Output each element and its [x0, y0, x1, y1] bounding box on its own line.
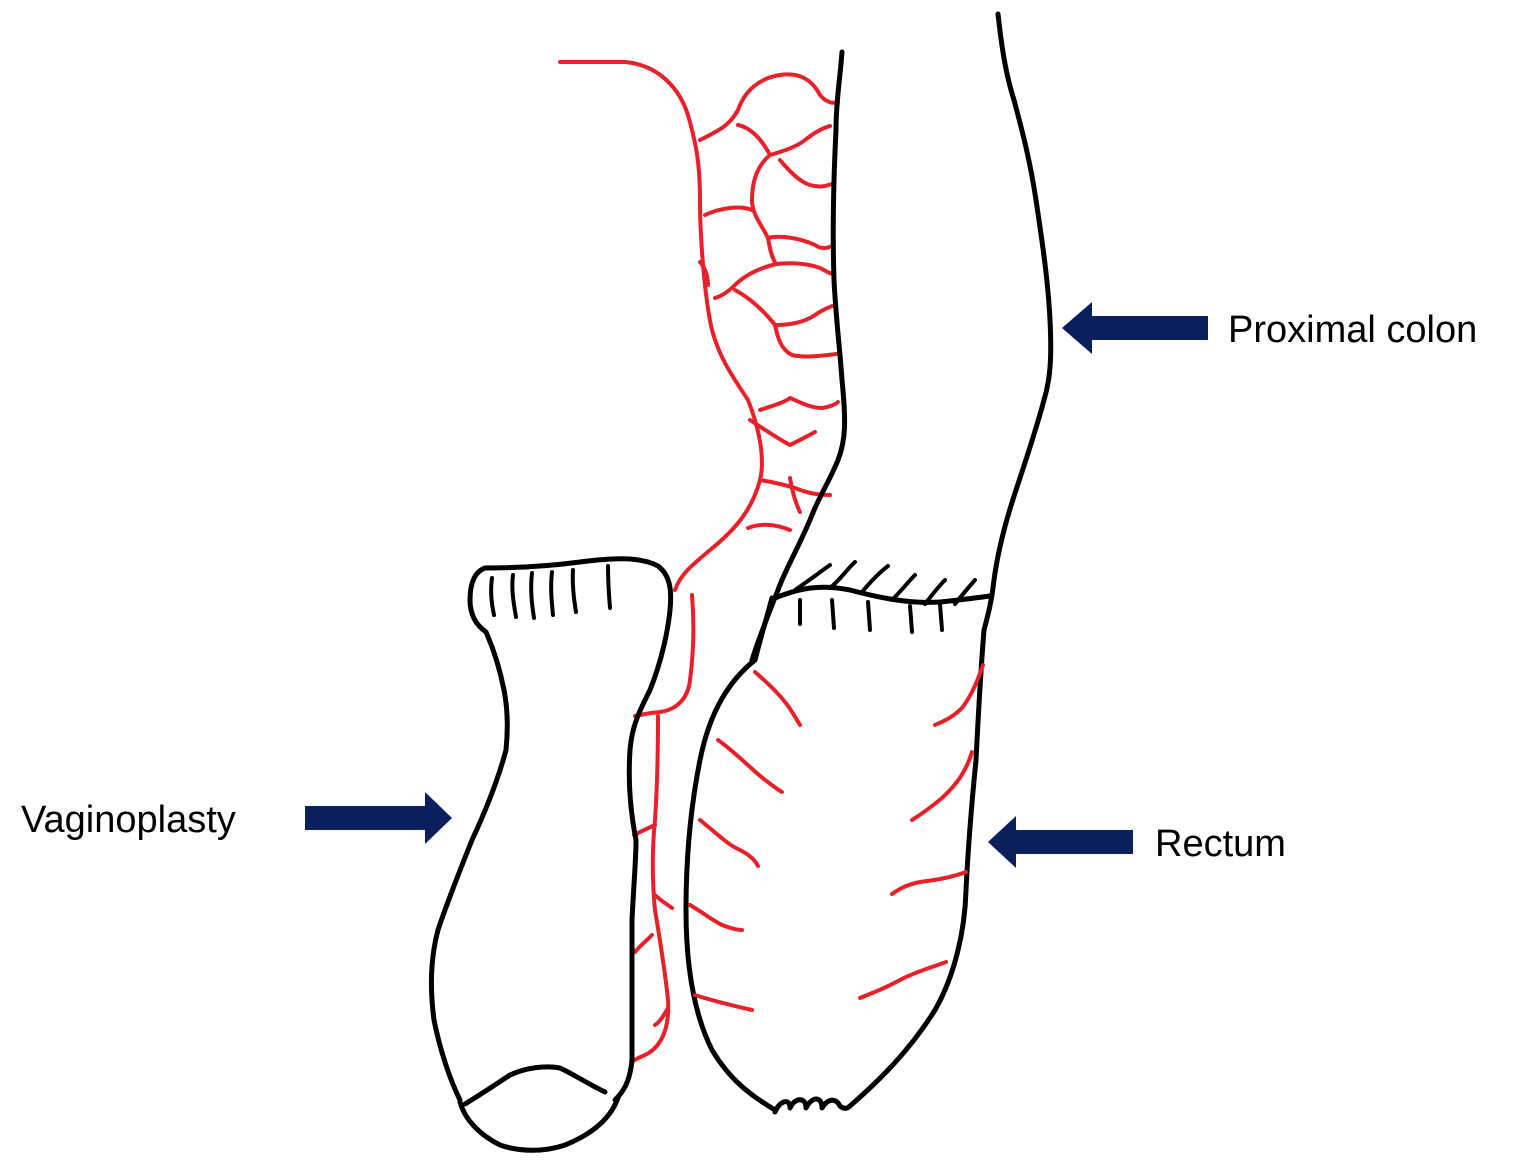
label-proximal-colon: Proximal colon [1228, 311, 1477, 349]
label-rectum: Rectum [1155, 825, 1286, 863]
rectum-shape [686, 598, 984, 1112]
arrow-vaginoplasty [305, 792, 452, 844]
arrow-proximal-colon [1062, 302, 1208, 354]
arrow-rectum [988, 816, 1133, 868]
anastomosis-sutures [775, 562, 990, 632]
proximal-colon-shape [752, 14, 1051, 660]
vaginoplasty-hatches [491, 566, 610, 618]
rectal-vessels [690, 665, 983, 1010]
label-vaginoplasty: Vaginoplasty [21, 801, 236, 839]
